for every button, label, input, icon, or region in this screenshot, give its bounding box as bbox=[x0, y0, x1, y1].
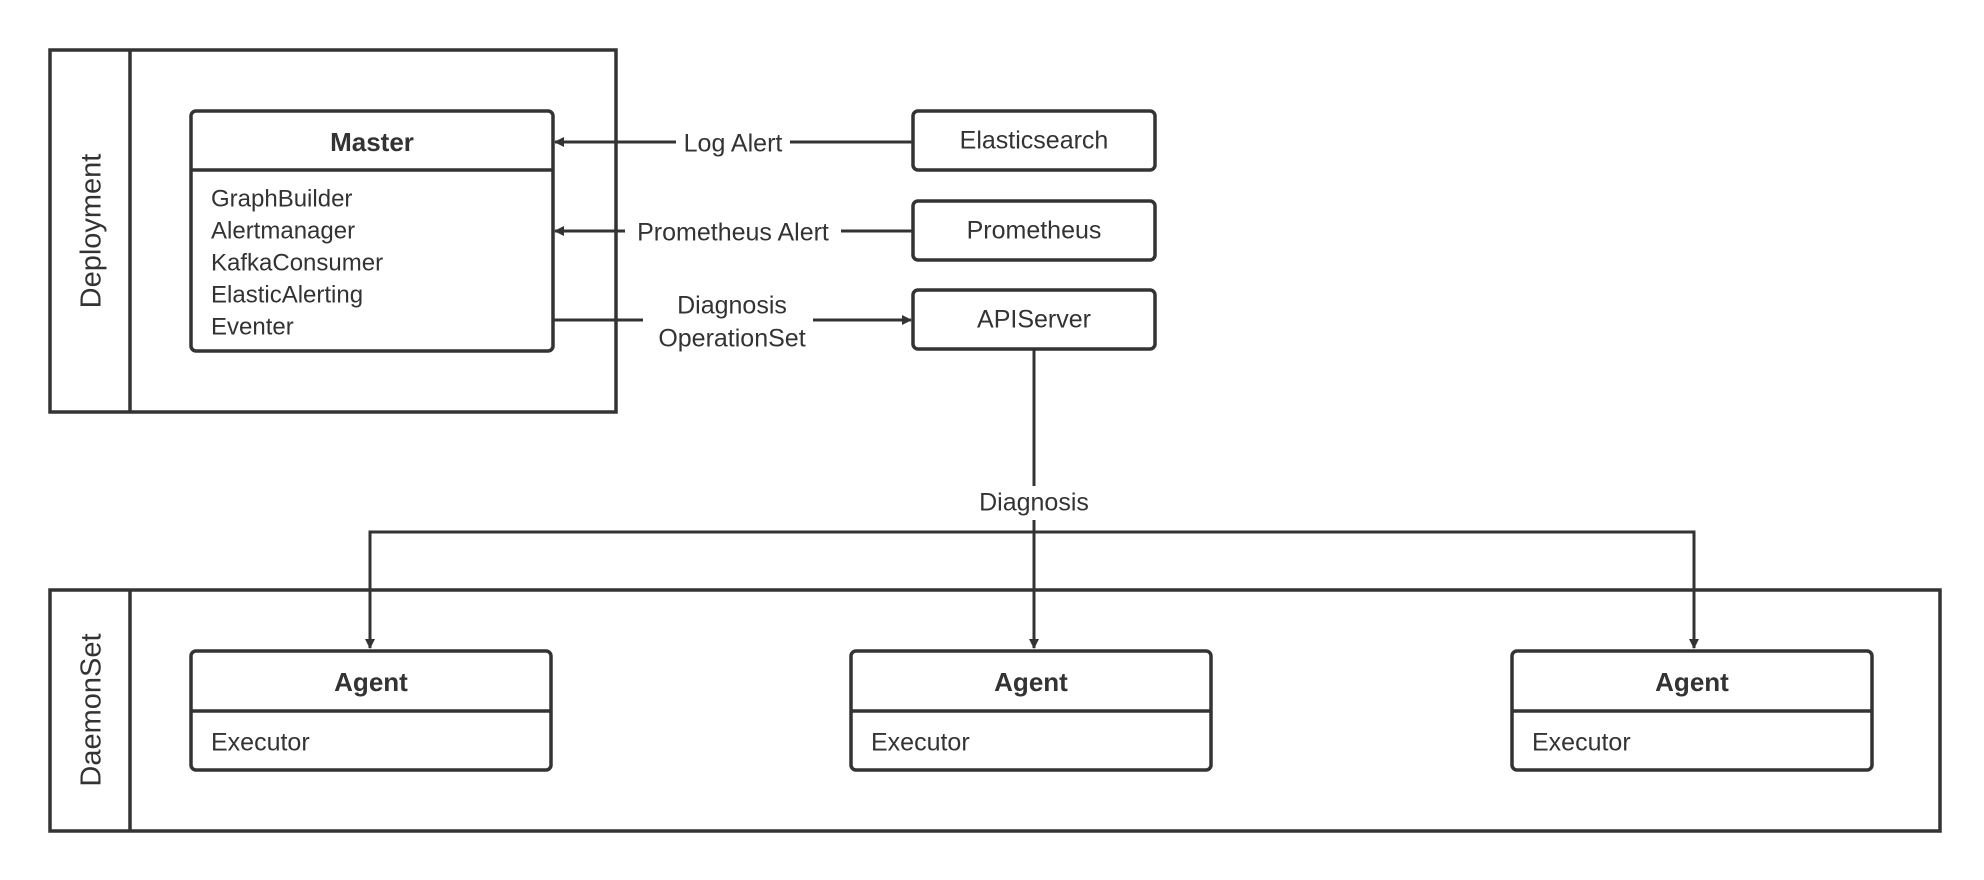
agent-item: Executor bbox=[871, 729, 970, 757]
agent-title: Agent bbox=[1655, 667, 1729, 697]
edge-prometheus-alert: Prometheus Alert bbox=[554, 218, 913, 248]
apiserver-label: APIServer bbox=[977, 306, 1091, 334]
diagnosis-opset-label-line2: OperationSet bbox=[658, 325, 805, 353]
prometheus-alert-label: Prometheus Alert bbox=[637, 219, 829, 247]
deployment-label: Deployment bbox=[76, 154, 108, 309]
elasticsearch-label: Elasticsearch bbox=[960, 127, 1109, 155]
master-title: Master bbox=[330, 127, 414, 157]
master-box: Master GraphBuilder Alertmanager KafkaCo… bbox=[189, 109, 555, 353]
diagnosis-opset-label-line1: Diagnosis bbox=[677, 292, 787, 320]
log-alert-label: Log Alert bbox=[684, 130, 783, 158]
master-item: KafkaConsumer bbox=[211, 249, 383, 276]
agent-title: Agent bbox=[334, 667, 408, 697]
daemonset-label: DaemonSet bbox=[76, 633, 108, 786]
agent-box: Agent Executor bbox=[189, 649, 553, 772]
edge-diagnosis-fanout: Diagnosis bbox=[365, 349, 1699, 649]
master-item: Alertmanager bbox=[211, 217, 355, 244]
agent-item: Executor bbox=[1532, 729, 1631, 757]
diagnosis-label: Diagnosis bbox=[979, 489, 1089, 517]
agent-box: Agent Executor bbox=[1510, 649, 1874, 772]
agent-item: Executor bbox=[211, 729, 310, 757]
edge-diagnosis-operationset: Diagnosis OperationSet bbox=[553, 290, 912, 356]
apiserver-box: APIServer bbox=[911, 288, 1157, 351]
master-item: Eventer bbox=[211, 313, 294, 340]
master-item: GraphBuilder bbox=[211, 185, 352, 212]
prometheus-box: Prometheus bbox=[911, 199, 1157, 262]
prometheus-label: Prometheus bbox=[967, 217, 1102, 245]
agent-title: Agent bbox=[994, 667, 1068, 697]
daemonset-container: DaemonSet bbox=[48, 588, 1942, 833]
elasticsearch-box: Elasticsearch bbox=[911, 109, 1157, 172]
agent-box: Agent Executor bbox=[849, 649, 1213, 772]
master-item: ElasticAlerting bbox=[211, 281, 363, 308]
edge-log-alert: Log Alert bbox=[554, 128, 913, 158]
